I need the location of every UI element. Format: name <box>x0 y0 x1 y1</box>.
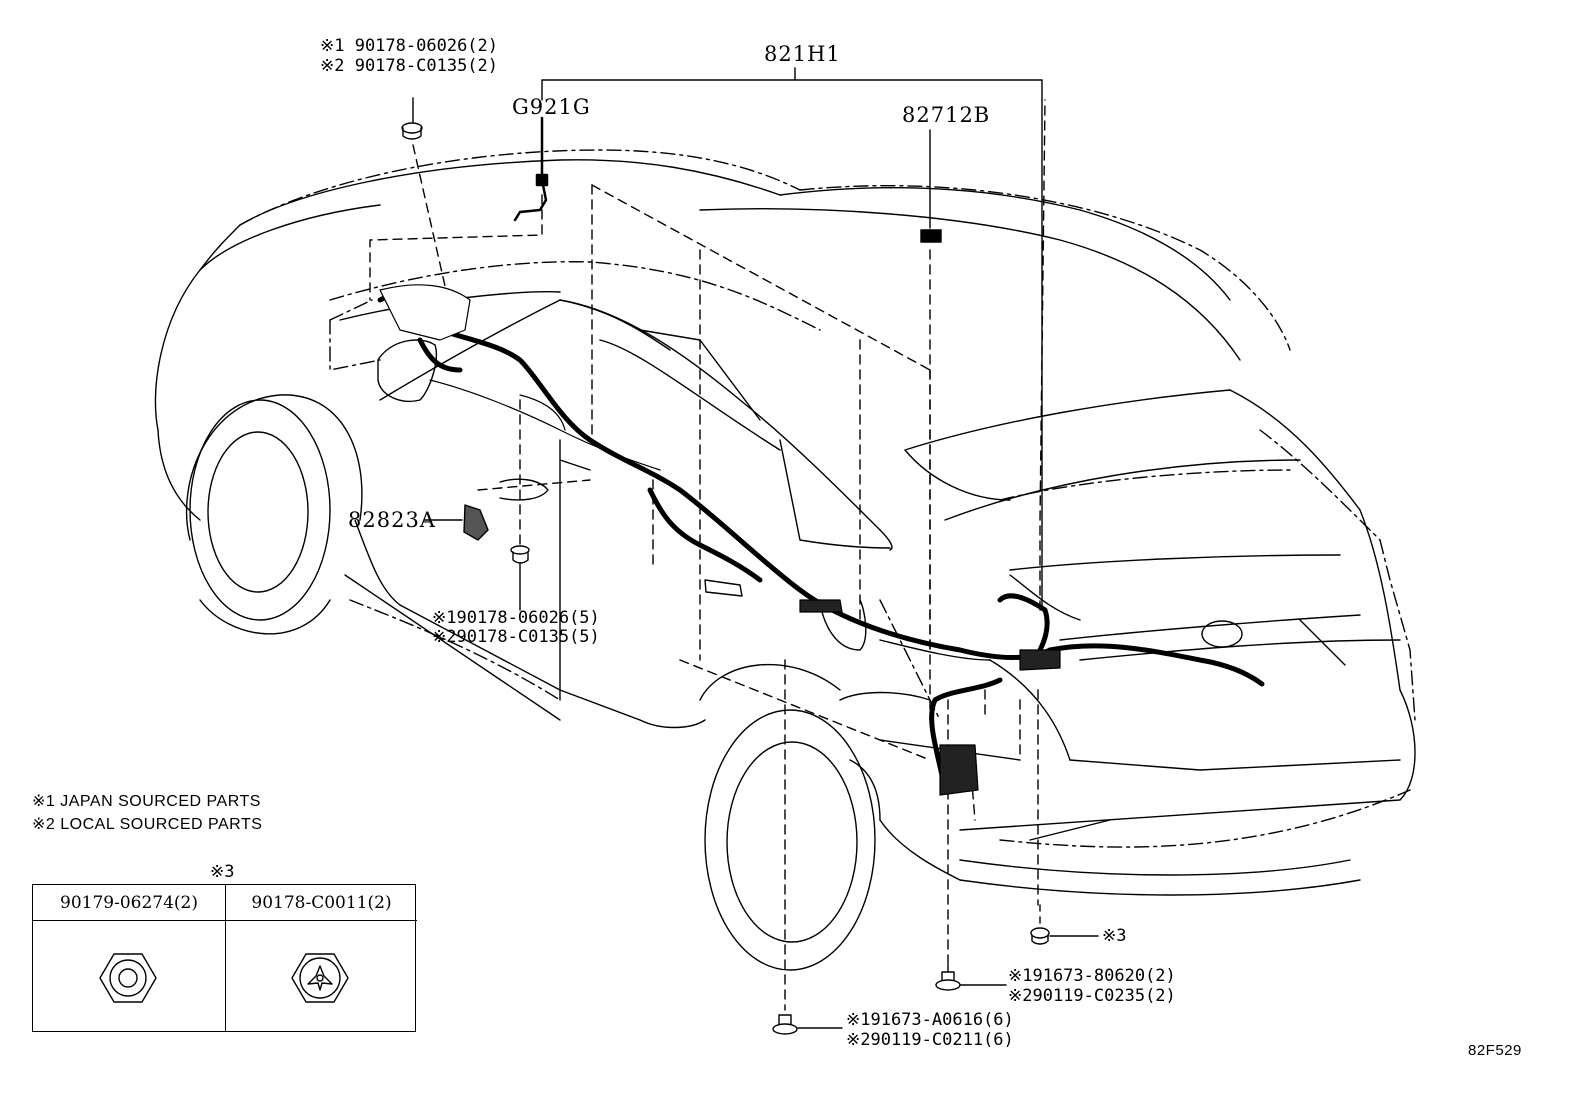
hidden-lines <box>239 149 1416 848</box>
ref-table-marker: ※3 <box>210 862 235 882</box>
leader-lines <box>369 99 1046 1011</box>
harness-g921g-label: G921G <box>512 95 591 119</box>
flange-nut-icon <box>291 953 349 1003</box>
clip-mid-label-2: ※290178-C0135(5) <box>432 627 600 647</box>
bolt-bottom-icon <box>772 1014 843 1035</box>
connector-82712b-label: 82712B <box>902 103 991 127</box>
wire-harness-outline <box>379 284 1061 796</box>
harness-main-bracket <box>541 67 1043 611</box>
legend-note-local: ※2 LOCAL SOURCED PARTS <box>32 816 263 833</box>
bolt-right-label-1: ※191673-80620(2) <box>1008 966 1176 986</box>
ref-table-col-1: 90179-06274(2) <box>33 885 225 1031</box>
vehicle-body-outline <box>154 159 1416 971</box>
bracket-82823a-label: 82823A <box>348 508 436 532</box>
bracket-82823a-icon <box>423 478 549 541</box>
bolt-right-label-2: ※290119-C0235(2) <box>1008 986 1176 1006</box>
grommet-top-label-1: ※1 90178-06026(2) <box>320 36 499 56</box>
wire-harness-821h1 <box>377 290 1265 793</box>
legend-note-japan: ※1 JAPAN SOURCED PARTS <box>32 793 261 810</box>
hex-nut-icon <box>99 953 157 1003</box>
bolt-bottom-label-2: ※290119-C0211(6) <box>846 1030 1014 1050</box>
nut-ref3-icon <box>1030 927 1099 945</box>
grommet-top-label-2: ※2 90178-C0135(2) <box>320 56 499 76</box>
ref-table-part-2: 90178-C0011(2) <box>226 885 417 921</box>
nut-ref3-label: ※3 <box>1102 926 1127 946</box>
figure-code: 82F529 <box>1468 1042 1522 1059</box>
grommet-top-icon <box>401 97 423 140</box>
bolt-bottom-label-1: ※191673-A0616(6) <box>846 1010 1014 1030</box>
connector-82712b-icon <box>920 129 942 243</box>
clip-mid-icon <box>510 545 530 611</box>
ref-table-col-2: 90178-C0011(2) <box>225 885 417 1031</box>
ref-table-part-1: 90179-06274(2) <box>33 885 225 921</box>
harness-main-label: 821H1 <box>764 42 841 66</box>
clip-mid-label-1: ※190178-06026(5) <box>432 608 600 628</box>
harness-g921g-icon <box>513 116 549 222</box>
bolt-right-icon <box>935 964 1007 991</box>
ref-table: 90179-06274(2) 90178-C0011(2) <box>32 884 417 1032</box>
